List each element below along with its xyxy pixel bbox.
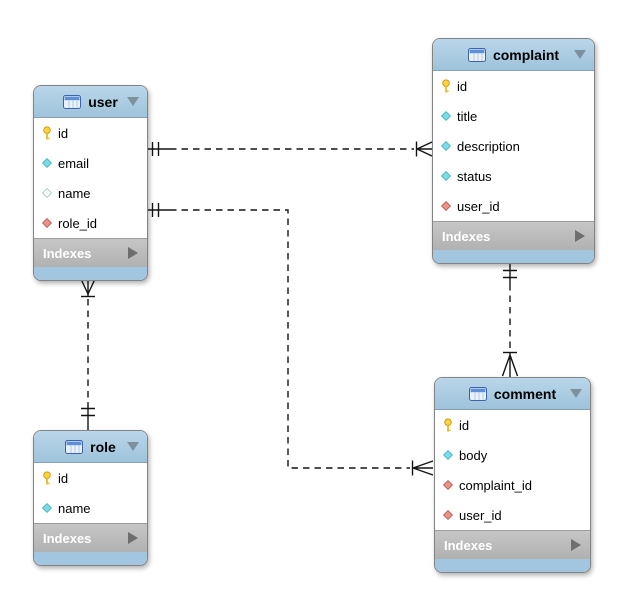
field-name: role_id — [58, 215, 98, 231]
diamond-red-icon — [443, 480, 453, 490]
diamond-cyan-icon — [441, 111, 451, 121]
field-row-title[interactable]: title — [433, 101, 594, 131]
collapse-arrow-icon[interactable] — [570, 389, 582, 398]
indexes-label: Indexes — [442, 228, 491, 244]
table-icon — [65, 439, 84, 454]
field-name: title — [457, 108, 478, 124]
field-name: user_id — [457, 198, 500, 214]
field-name: id — [459, 417, 470, 433]
expand-arrow-icon[interactable] — [571, 539, 581, 551]
field-name: name — [58, 500, 91, 516]
line-dashed — [170, 209, 410, 469]
field-row-name[interactable]: name — [34, 493, 147, 523]
table-footer — [433, 250, 594, 263]
crow-foot-icon — [412, 460, 434, 476]
field-row-description[interactable]: description — [433, 131, 594, 161]
diamond-cyan-icon — [42, 503, 52, 513]
cardinality-one-ticks — [503, 269, 517, 279]
indexes-label: Indexes — [43, 530, 92, 546]
field-row-user_id[interactable]: user_id — [433, 191, 594, 221]
cardinality-one-ticks — [151, 142, 160, 156]
diamond-hollow-icon — [42, 188, 52, 198]
field-name: status — [457, 168, 492, 184]
field-row-id[interactable]: id — [34, 463, 147, 493]
collapse-arrow-icon[interactable] — [127, 97, 139, 106]
field-row-id[interactable]: id — [34, 118, 147, 148]
table-complaint: complaint id title description status us… — [432, 38, 595, 264]
key-icon — [443, 417, 453, 433]
cardinality-one-ticks — [81, 407, 95, 417]
collapse-arrow-icon[interactable] — [574, 50, 586, 59]
table-header-role[interactable]: role — [34, 431, 147, 463]
diamond-cyan-icon — [443, 450, 453, 460]
table-user: user id email name role_id Indexes — [33, 85, 148, 281]
relationship-role-user[interactable] — [79, 277, 97, 430]
collapse-arrow-icon[interactable] — [127, 442, 139, 451]
expand-arrow-icon[interactable] — [128, 247, 138, 259]
field-row-status[interactable]: status — [433, 161, 594, 191]
table-title: role — [90, 438, 116, 455]
relationship-user-complaint[interactable] — [146, 141, 433, 157]
diamond-red-icon — [441, 201, 451, 211]
field-name: name — [58, 185, 91, 201]
field-name: body — [459, 447, 488, 463]
field-name: email — [58, 155, 90, 171]
field-name: id — [457, 78, 468, 94]
field-row-user_id[interactable]: user_id — [435, 500, 590, 530]
diamond-red-icon — [42, 218, 52, 228]
indexes-row[interactable]: Indexes — [34, 523, 147, 552]
table-title: user — [88, 93, 118, 110]
field-row-complaint_id[interactable]: complaint_id — [435, 470, 590, 500]
key-icon — [42, 125, 52, 141]
diamond-cyan-icon — [441, 171, 451, 181]
indexes-row[interactable]: Indexes — [433, 221, 594, 250]
expand-arrow-icon[interactable] — [575, 230, 585, 242]
diamond-cyan-icon — [441, 141, 451, 151]
field-row-email[interactable]: email — [34, 148, 147, 178]
diamond-cyan-icon — [42, 158, 52, 168]
field-row-name[interactable]: name — [34, 178, 147, 208]
table-header-comment[interactable]: comment — [435, 378, 590, 410]
table-title: comment — [493, 385, 557, 402]
diamond-red-icon — [443, 510, 453, 520]
table-footer — [34, 552, 147, 565]
table-header-complaint[interactable]: complaint — [433, 39, 594, 71]
table-header-user[interactable]: user — [34, 86, 147, 118]
indexes-label: Indexes — [444, 537, 493, 553]
cardinality-one-ticks — [151, 203, 160, 217]
table-icon — [468, 386, 487, 401]
key-icon — [42, 470, 52, 486]
field-row-body[interactable]: body — [435, 440, 590, 470]
field-name: complaint_id — [459, 477, 532, 493]
field-row-id[interactable]: id — [435, 410, 590, 440]
table-icon — [467, 47, 486, 62]
expand-arrow-icon[interactable] — [128, 532, 138, 544]
field-name: id — [58, 125, 69, 141]
field-name: id — [58, 470, 69, 486]
table-title: complaint — [492, 46, 560, 63]
table-comment: comment id body complaint_id user_id Ind… — [434, 377, 591, 573]
table-footer — [435, 559, 590, 572]
table-footer — [34, 267, 147, 280]
table-role: role id name Indexes — [33, 430, 148, 566]
field-row-role_id[interactable]: role_id — [34, 208, 147, 238]
crow-foot-icon — [501, 353, 519, 377]
indexes-row[interactable]: Indexes — [435, 530, 590, 559]
field-row-id[interactable]: id — [433, 71, 594, 101]
field-name: user_id — [459, 507, 502, 523]
key-icon — [441, 78, 451, 94]
field-name: description — [457, 138, 520, 154]
indexes-row[interactable]: Indexes — [34, 238, 147, 267]
relationship-complaint-comment[interactable] — [501, 260, 519, 377]
table-icon — [63, 94, 82, 109]
crow-foot-icon — [416, 141, 433, 157]
relationship-user-comment[interactable] — [146, 203, 434, 476]
indexes-label: Indexes — [43, 245, 92, 261]
